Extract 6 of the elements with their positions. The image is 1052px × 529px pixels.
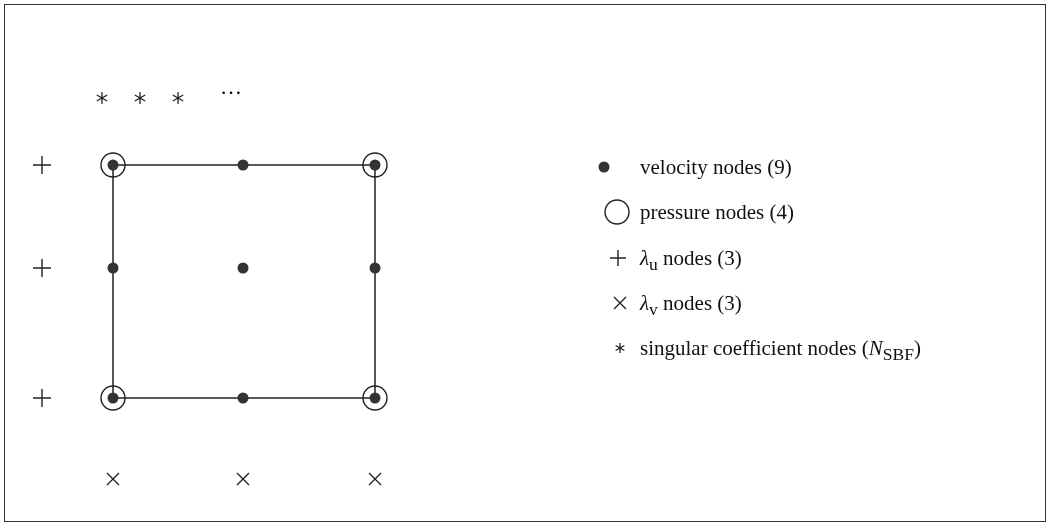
legend-text: λ$_{v}$ nodes (3) (640, 291, 742, 322)
ellipsis-label: … (220, 74, 244, 100)
legend-text: velocity nodes (9) (640, 155, 792, 179)
legend-text: pressure nodes (4) (640, 200, 794, 224)
legend-text: λ$_{u}$ nodes (3) (640, 246, 742, 277)
legend-text: singular coefficient nodes (N$_{SBF}$) (640, 336, 921, 367)
